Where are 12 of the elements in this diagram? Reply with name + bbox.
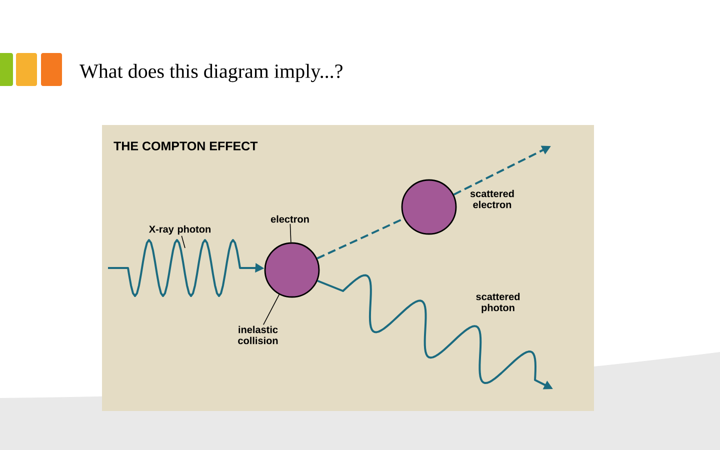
diagram-heading: THE COMPTON EFFECT (114, 142, 258, 150)
electron-circle (264, 242, 320, 298)
leader-line (290, 223, 292, 243)
slide-title: What does this diagram imply...? (80, 64, 342, 82)
electron-circle (401, 179, 457, 235)
leader-line (263, 294, 280, 326)
callout-text: scattered photon (476, 292, 520, 314)
callout-text: scattered electron (470, 190, 514, 208)
callout-text: electron (270, 215, 309, 223)
leader-line (181, 235, 186, 248)
callout-text: inelastic collision (238, 326, 278, 344)
callout-text: X-ray photon (148, 225, 210, 235)
